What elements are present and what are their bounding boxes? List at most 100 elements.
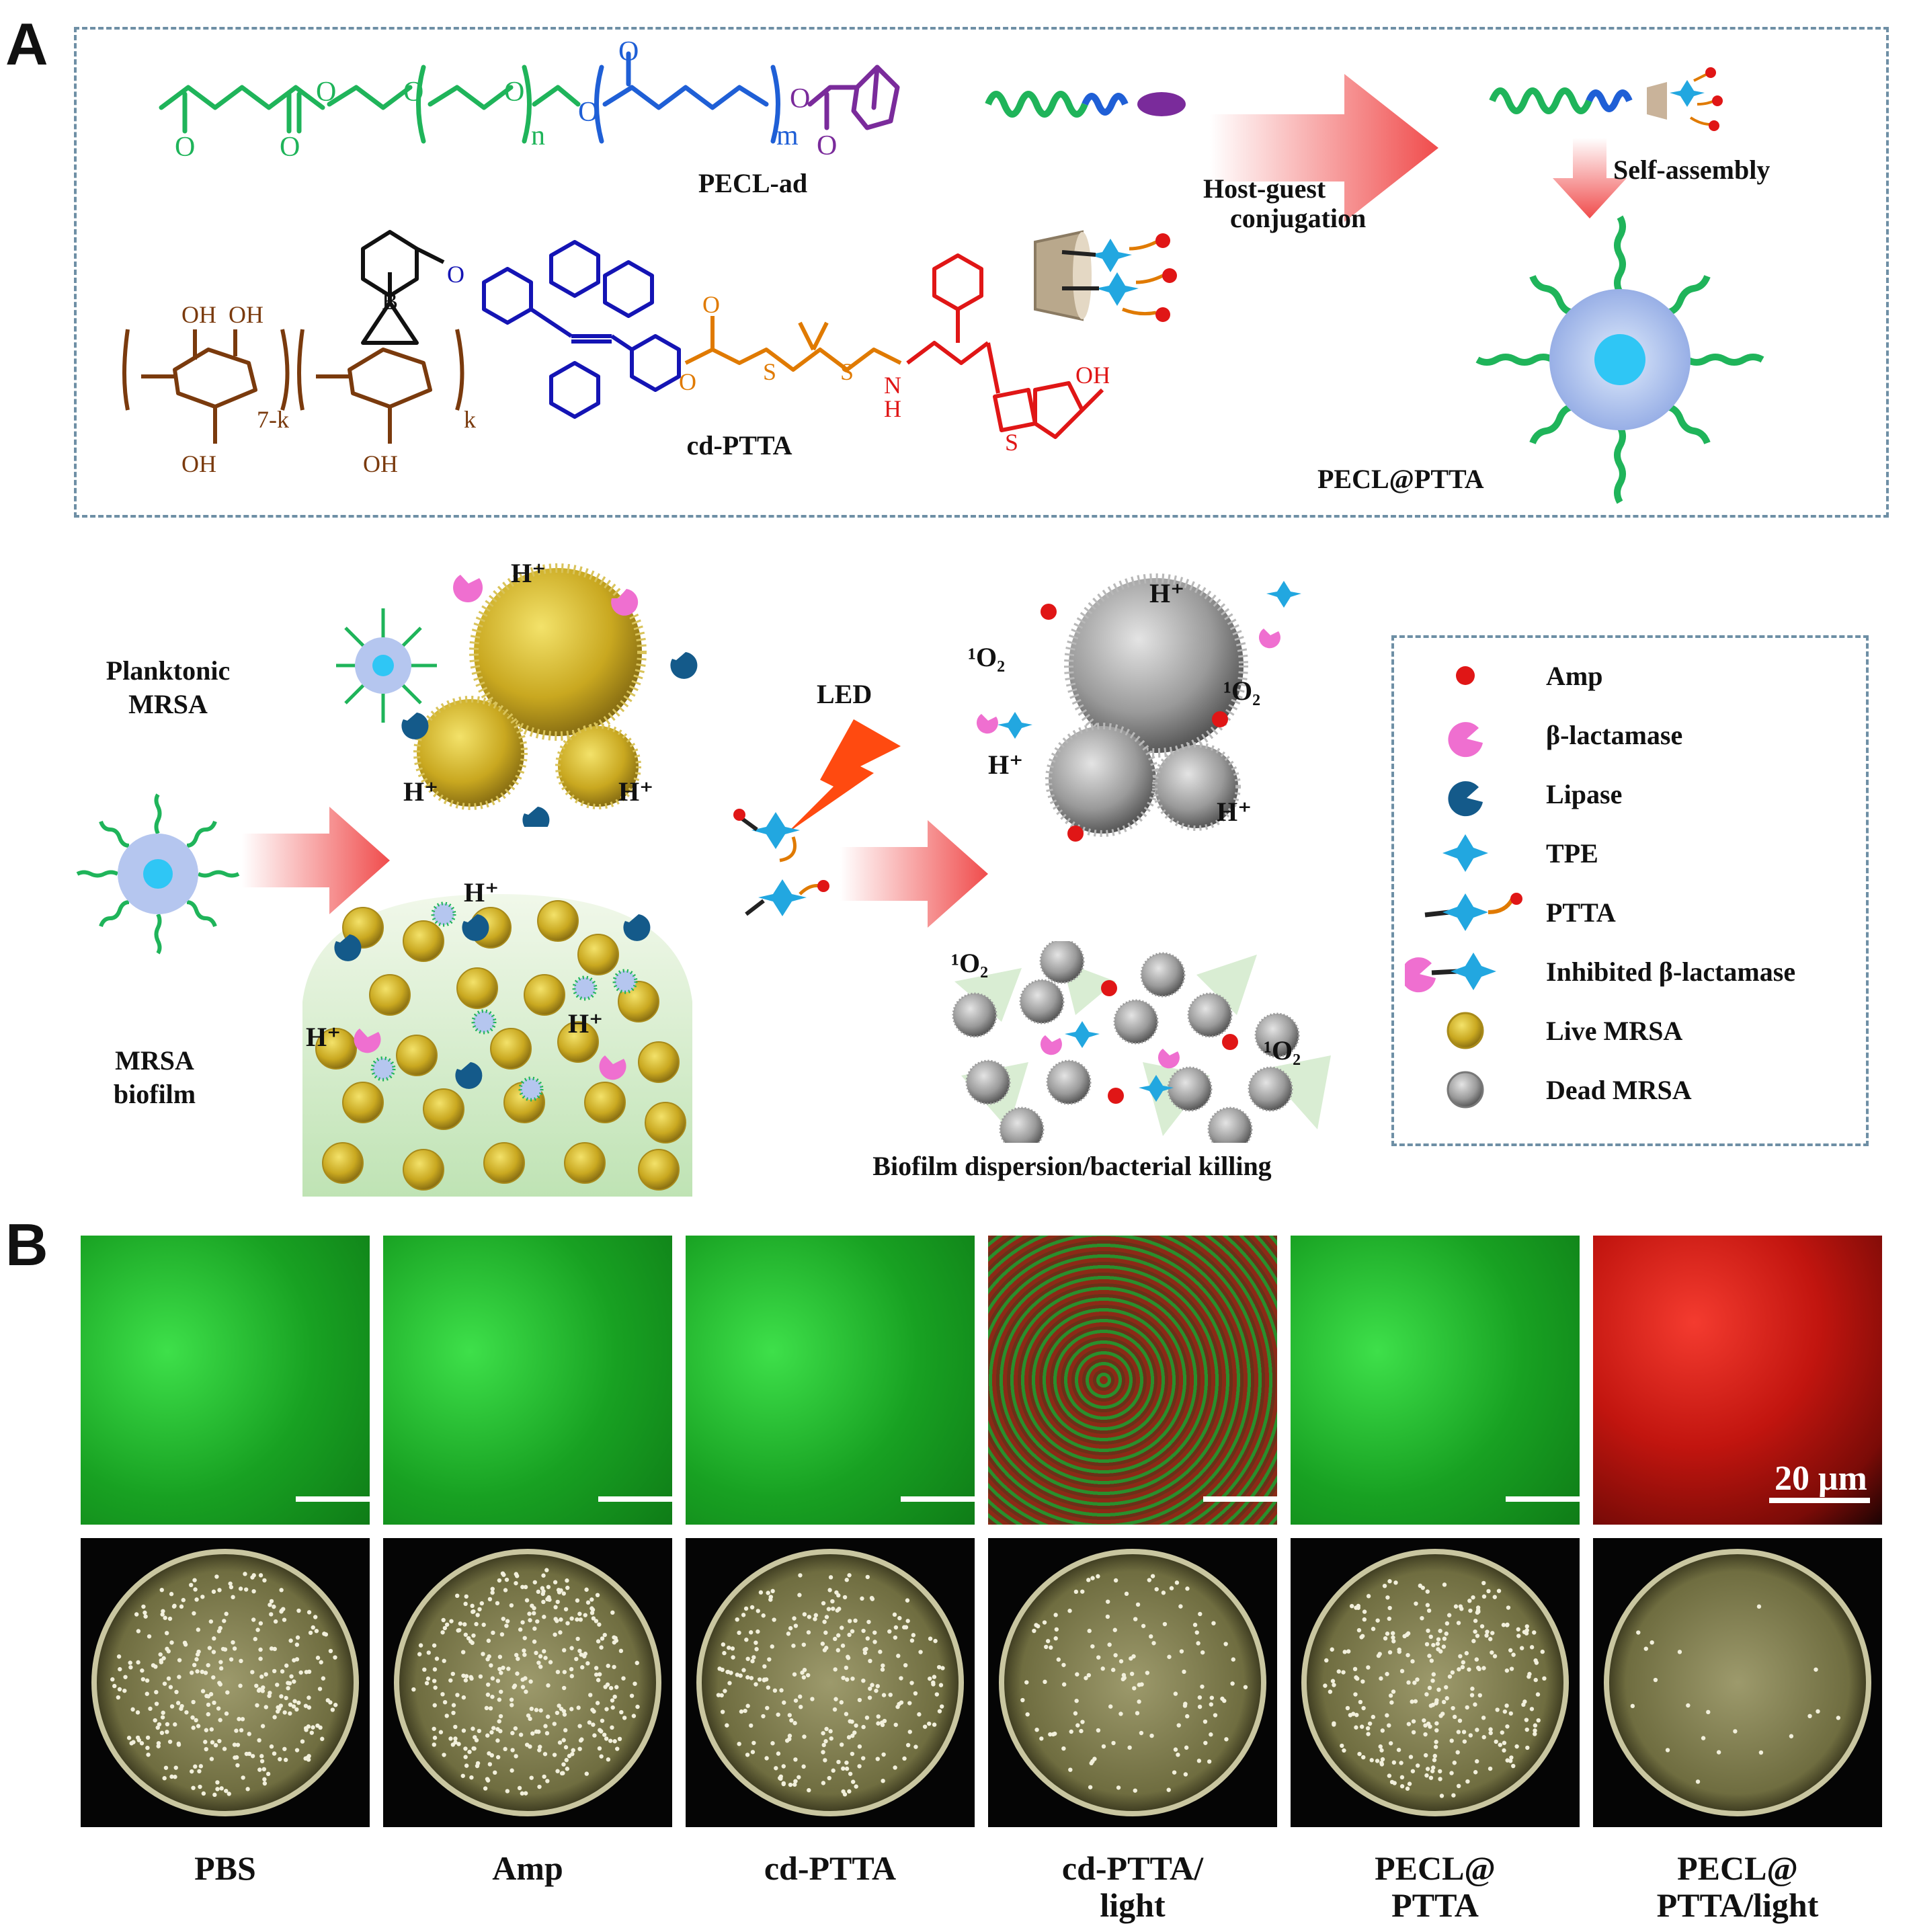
host-guest-label: Host-guest	[1203, 173, 1326, 204]
colony	[1496, 1588, 1502, 1593]
colony	[1650, 1640, 1654, 1645]
biofilm-micelle	[471, 1009, 497, 1035]
colony	[545, 1597, 550, 1602]
colony	[1162, 1621, 1168, 1627]
colony	[1481, 1594, 1487, 1599]
colony	[194, 1657, 199, 1662]
colony	[272, 1646, 277, 1652]
colony	[1716, 1750, 1721, 1755]
colony	[247, 1732, 251, 1736]
caption-4: cd-PTTA/light	[988, 1850, 1277, 1924]
colony	[333, 1655, 337, 1660]
colony	[514, 1652, 519, 1658]
colony	[486, 1638, 491, 1643]
colony	[745, 1703, 750, 1708]
colony	[1067, 1609, 1072, 1613]
colony	[821, 1750, 825, 1755]
colony	[585, 1661, 590, 1666]
colony	[619, 1709, 624, 1715]
colony	[721, 1642, 726, 1647]
caption-line-2: PTTA/light	[1656, 1886, 1819, 1924]
colony	[118, 1666, 122, 1672]
colony	[325, 1698, 330, 1703]
colony	[731, 1655, 735, 1660]
colony	[761, 1613, 766, 1618]
colony	[1522, 1629, 1527, 1634]
colony	[524, 1598, 530, 1603]
dispersed-dead-cell	[1254, 1012, 1300, 1058]
colony	[161, 1609, 165, 1613]
colony	[463, 1678, 469, 1683]
colony	[1498, 1742, 1502, 1747]
colony	[872, 1630, 877, 1635]
colony	[1500, 1730, 1504, 1735]
colony	[208, 1619, 214, 1624]
colony	[469, 1639, 473, 1644]
colony	[618, 1648, 624, 1654]
colony	[553, 1632, 557, 1637]
colony	[1356, 1627, 1362, 1633]
colony	[543, 1724, 548, 1728]
colony	[258, 1621, 263, 1626]
colony	[1420, 1615, 1424, 1621]
colony	[1084, 1676, 1088, 1681]
caption-line-1: PECL@	[1677, 1849, 1798, 1887]
colony	[1056, 1657, 1061, 1662]
colony	[1224, 1737, 1229, 1742]
colony	[191, 1785, 196, 1790]
colony	[576, 1705, 581, 1710]
colony	[580, 1665, 585, 1670]
colony	[1231, 1657, 1235, 1662]
cd-ptta-cup-icon	[1034, 230, 1177, 322]
colony	[1211, 1621, 1216, 1625]
colony	[847, 1632, 852, 1638]
colony	[865, 1574, 870, 1580]
colony	[1149, 1733, 1154, 1738]
colony	[206, 1702, 211, 1707]
colony	[857, 1744, 862, 1749]
colony	[555, 1599, 560, 1605]
colony	[522, 1648, 526, 1653]
colony	[1475, 1728, 1479, 1732]
colony	[288, 1702, 293, 1707]
colony	[779, 1688, 784, 1693]
colony	[1399, 1775, 1405, 1780]
colony	[862, 1647, 867, 1652]
colony	[269, 1612, 274, 1617]
colony	[1167, 1654, 1172, 1659]
colony	[322, 1632, 327, 1636]
colony	[867, 1695, 872, 1700]
colony	[218, 1718, 222, 1722]
colony	[1525, 1745, 1530, 1750]
dispersed-dead-cell	[1207, 1106, 1253, 1143]
colony	[797, 1775, 801, 1779]
colony	[456, 1628, 460, 1633]
colony	[537, 1784, 542, 1789]
legend-item-3: Lipase	[1391, 767, 1869, 821]
colony	[588, 1693, 593, 1697]
colony	[520, 1685, 526, 1689]
colony	[756, 1609, 760, 1613]
colony	[595, 1701, 600, 1705]
colony	[853, 1618, 858, 1623]
colony	[278, 1757, 282, 1762]
colony	[1430, 1678, 1435, 1683]
colony	[505, 1619, 510, 1623]
scale-bar	[1203, 1496, 1277, 1502]
colony	[212, 1636, 216, 1641]
colony	[1075, 1672, 1080, 1677]
colony	[1470, 1686, 1475, 1691]
colony	[1509, 1666, 1514, 1671]
colony	[1457, 1718, 1463, 1723]
colony	[563, 1745, 569, 1750]
colony	[1110, 1667, 1116, 1673]
colony	[195, 1669, 200, 1674]
colony	[532, 1611, 536, 1616]
colony	[860, 1756, 866, 1761]
colony	[255, 1627, 260, 1632]
colony	[1495, 1707, 1500, 1712]
biofilm-micelle	[612, 969, 638, 994]
colony	[1387, 1605, 1392, 1611]
colony	[1506, 1605, 1511, 1610]
